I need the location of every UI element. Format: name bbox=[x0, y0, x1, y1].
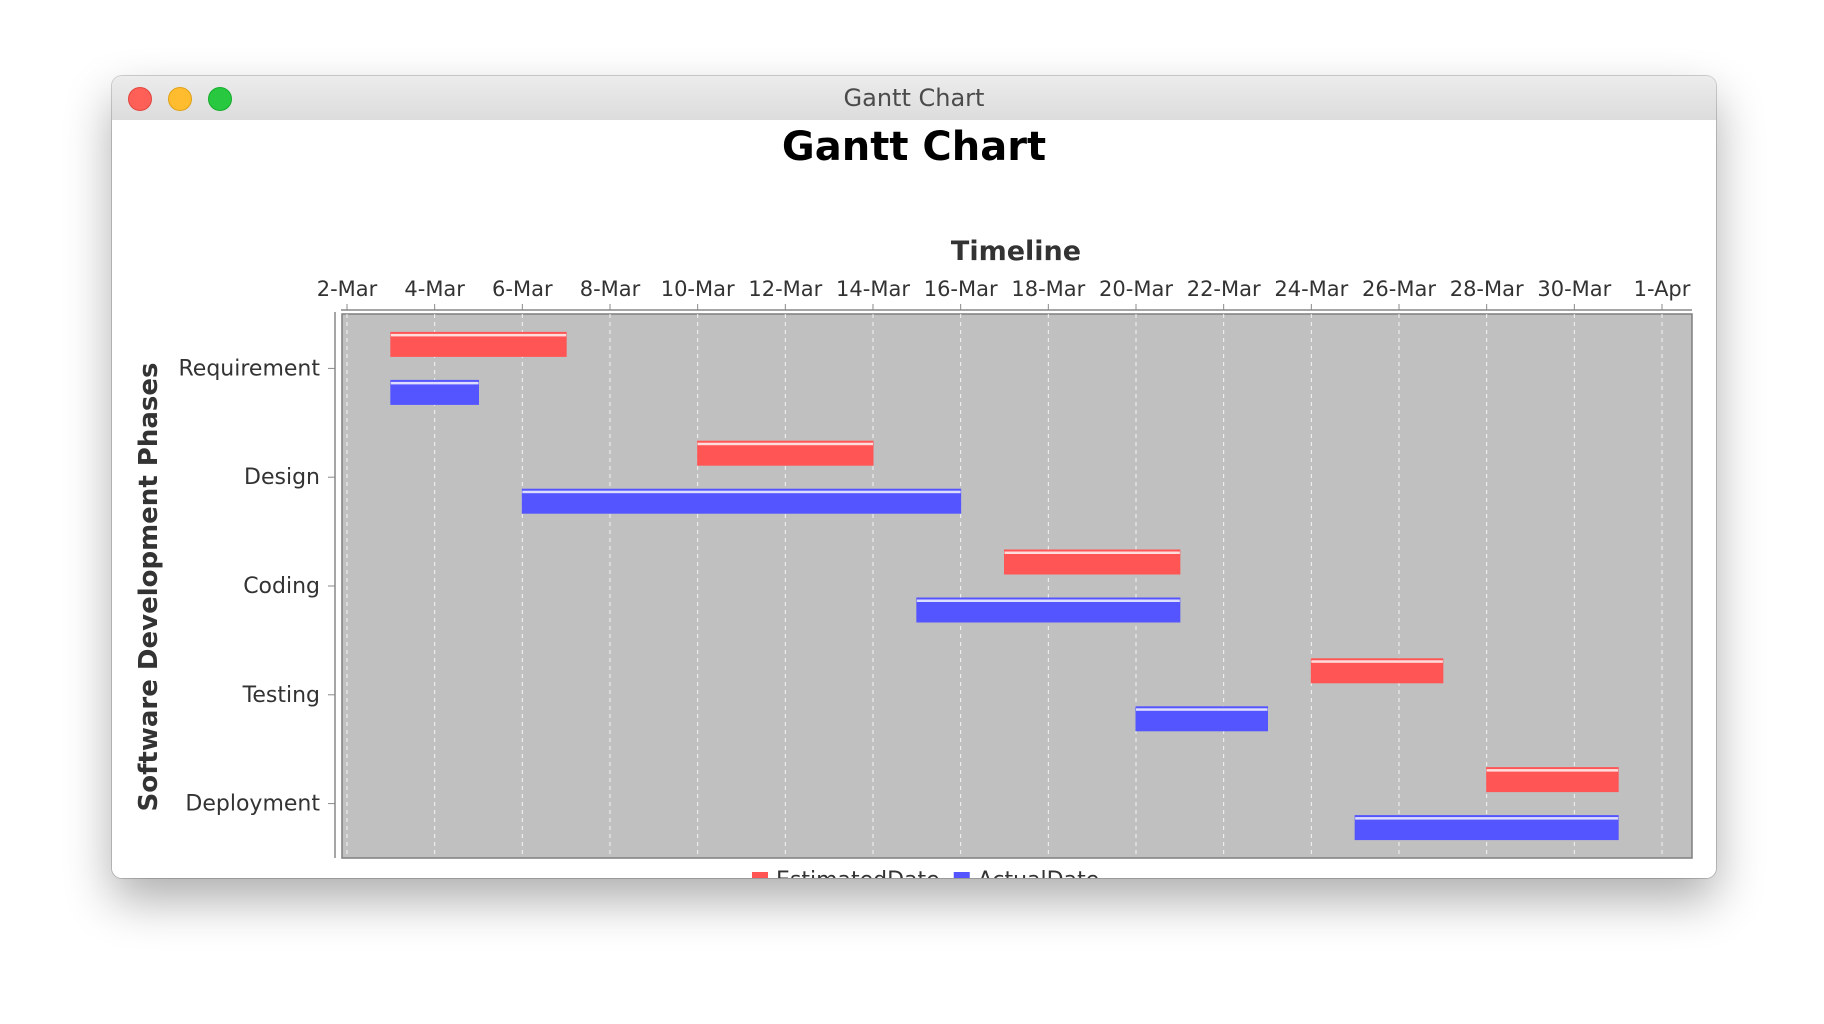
y-axis-label: Software Development Phases bbox=[134, 363, 164, 812]
chart-title: Gantt Chart bbox=[781, 124, 1047, 170]
chart-panel: Gantt Chart 2-Mar 4-Mar 6-Mar 8-Mar 10-Mar 12… bbox=[112, 120, 1716, 878]
x-tick-label: 14-Mar bbox=[836, 277, 910, 301]
category-label: Coding bbox=[243, 574, 320, 599]
x-tick-label: 4-Mar bbox=[404, 277, 465, 301]
gantt-chart: 2-Mar 4-Mar 6-Mar 8-Mar 10-Mar 12-Mar 14-Mar 16… bbox=[134, 236, 1693, 878]
gantt-bar-highlight bbox=[1311, 660, 1443, 663]
legend-label: ActualDate bbox=[978, 868, 1100, 878]
category-label: Deployment bbox=[185, 792, 320, 817]
gantt-bar-highlight bbox=[390, 333, 567, 337]
gantt-bar-highlight bbox=[390, 381, 479, 385]
window-title: Gantt Chart bbox=[843, 84, 985, 112]
x-tick-label: 18-Mar bbox=[1011, 277, 1085, 301]
gridlines bbox=[346, 314, 1663, 858]
bars bbox=[390, 331, 1619, 841]
close-button[interactable] bbox=[128, 87, 152, 111]
x-tick-label: 28-Mar bbox=[1450, 277, 1524, 301]
plot-area bbox=[341, 313, 1693, 859]
gantt-bar-highlight bbox=[1486, 769, 1619, 772]
legend-swatch bbox=[752, 872, 768, 878]
gantt-bar-highlight bbox=[522, 490, 961, 494]
x-tick-label: 12-Mar bbox=[748, 277, 822, 301]
gantt-bar-highlight bbox=[697, 442, 873, 446]
x-tick-label: 8-Mar bbox=[580, 277, 641, 301]
minimize-button[interactable] bbox=[168, 87, 192, 111]
category-label: Testing bbox=[242, 683, 320, 708]
gantt-bar-highlight bbox=[1355, 817, 1619, 820]
x-axis-label: Timeline bbox=[951, 236, 1081, 267]
category-label: Design bbox=[244, 465, 320, 490]
category-label: Requirement bbox=[179, 356, 321, 381]
x-tick-label: 26-Mar bbox=[1362, 277, 1436, 301]
x-axis-ticks: 2-Mar 4-Mar 6-Mar 8-Mar 10-Mar 12-Mar 14-Mar 16… bbox=[317, 277, 1691, 310]
gantt-bar-highlight bbox=[1004, 551, 1180, 554]
x-tick-label: 24-Mar bbox=[1274, 277, 1348, 301]
x-tick-label: 10-Mar bbox=[661, 277, 735, 301]
legend: EstimatedDate ActualDate bbox=[752, 868, 1099, 878]
app-window: Gantt Chart Gantt Chart 2-Mar 4-Mar 6-Mar 8… bbox=[112, 76, 1716, 878]
x-tick-label: 20-Mar bbox=[1099, 277, 1173, 301]
title-bar: Gantt Chart bbox=[112, 76, 1716, 121]
gantt-bar-highlight bbox=[916, 599, 1180, 602]
x-tick-label: 16-Mar bbox=[924, 277, 998, 301]
x-tick-label: 6-Mar bbox=[492, 277, 553, 301]
x-tick-label: 22-Mar bbox=[1187, 277, 1261, 301]
x-tick-label: 2-Mar bbox=[317, 277, 378, 301]
gantt-bar-highlight bbox=[1136, 708, 1268, 711]
legend-swatch bbox=[953, 872, 970, 878]
x-tick-label: 1-Apr bbox=[1634, 277, 1691, 301]
x-tick-label: 30-Mar bbox=[1537, 277, 1611, 301]
zoom-button[interactable] bbox=[208, 87, 232, 111]
legend-label: EstimatedDate bbox=[776, 868, 940, 878]
